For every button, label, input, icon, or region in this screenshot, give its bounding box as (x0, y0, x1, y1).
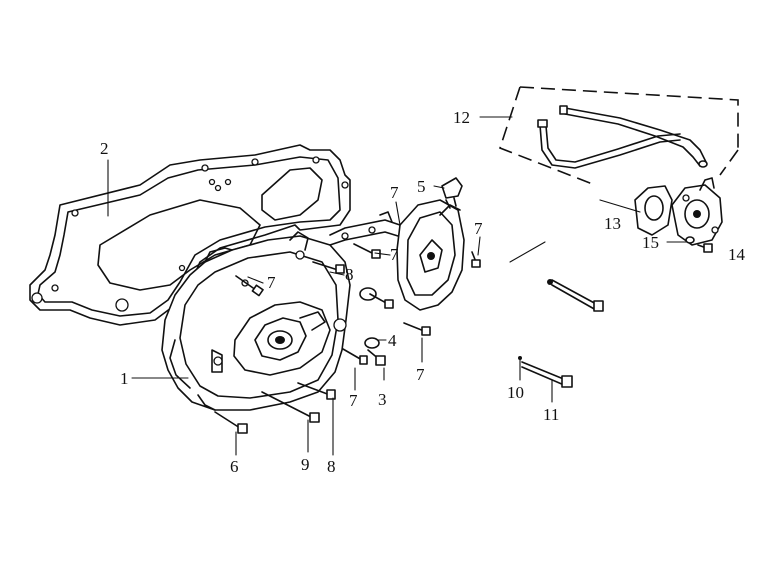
gasket-part (29, 144, 351, 326)
callout-7-right: 7 (474, 219, 483, 238)
water-pump-part (634, 177, 723, 253)
hose-assembly-part (499, 86, 739, 186)
callout-8-top: 8 (345, 265, 354, 284)
callout-14: 14 (728, 245, 746, 264)
callout-10: 10 (507, 383, 524, 402)
callout-7-top: 7 (390, 183, 399, 202)
callout-15: 15 (642, 233, 659, 252)
callout-8-bottom: 8 (327, 457, 336, 476)
callout-12: 12 (453, 108, 470, 127)
cap-part (441, 177, 463, 209)
callout-9: 9 (301, 455, 310, 474)
crankcase-cover-part (161, 231, 351, 411)
callout-labels: 1 2 3 4 5 6 7 7 7 7 7 7 8 8 9 10 11 12 1… (100, 108, 746, 476)
callout-4: 4 (388, 331, 397, 350)
callout-7-lower: 7 (416, 365, 425, 384)
callout-6: 6 (230, 457, 239, 476)
callout-7-left: 7 (267, 273, 276, 292)
bolt-parts (214, 243, 604, 434)
callout-7-mid: 7 (390, 245, 399, 264)
callout-13: 13 (604, 214, 621, 233)
callout-3: 3 (378, 390, 387, 409)
callout-1: 1 (120, 369, 129, 388)
pump-cover-part (329, 199, 465, 311)
callout-2: 2 (100, 139, 109, 158)
callout-7-bottom: 7 (349, 391, 358, 410)
callout-11: 11 (543, 405, 559, 424)
leader-lines (107, 116, 687, 456)
callout-5: 5 (417, 177, 426, 196)
